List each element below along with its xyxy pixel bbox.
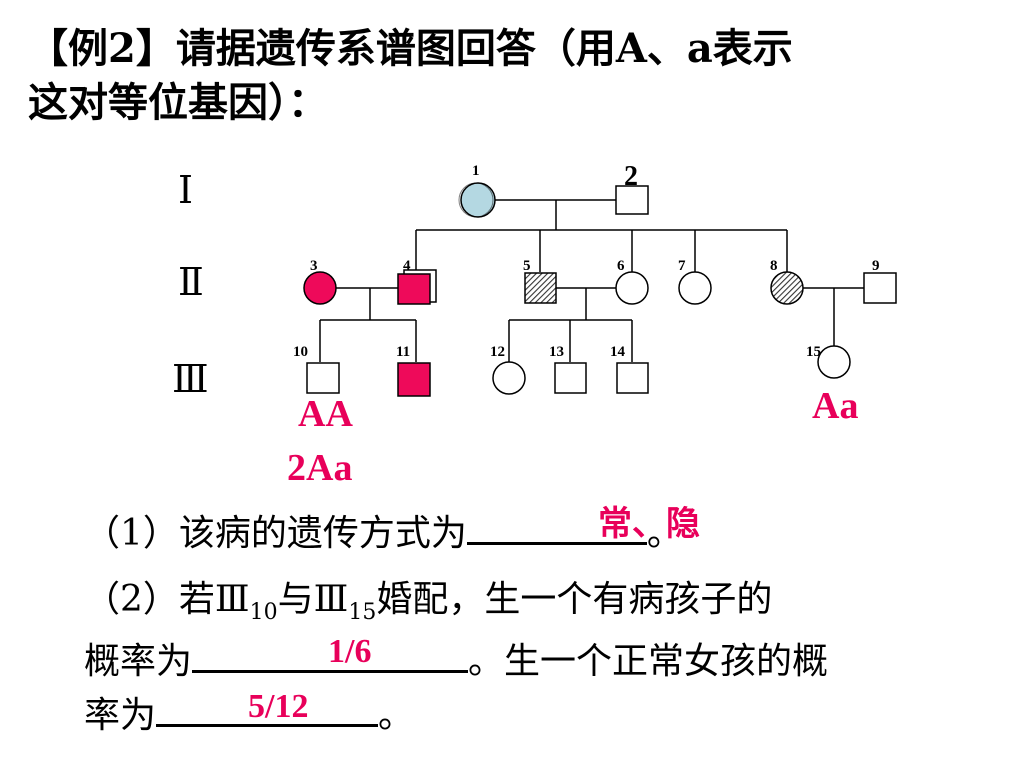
individual-14-symbol [616, 362, 649, 394]
individual-1 [458, 182, 496, 218]
question-1: （1）该病的遗传方式为 。 [84, 502, 683, 560]
title-line-2: 这对等位基因）： [28, 79, 328, 126]
title-line-1: 【例2】请据遗传系谱图回答（用A、a表示 [28, 25, 793, 72]
label-1: 1 [472, 163, 480, 179]
question-2-line-2: 概率为。生一个正常女孩的概 [84, 630, 828, 688]
label-2: 2 [624, 161, 638, 192]
label-4: 4 [403, 258, 411, 274]
label-14: 14 [610, 344, 626, 360]
label-10: 10 [293, 344, 308, 360]
question-1-suffix: 。 [646, 513, 683, 554]
label-7: 7 [678, 258, 686, 274]
individual-8-symbol [770, 271, 804, 305]
label-13: 13 [549, 344, 564, 360]
individual-5-symbol [524, 272, 557, 304]
label-15: 15 [806, 344, 821, 360]
generation-label-3: Ⅲ [172, 359, 209, 401]
label-5: 5 [523, 258, 531, 274]
answer-2b: 5/12 [248, 688, 309, 725]
label-3: 3 [310, 258, 318, 274]
answer-2a: 1/6 [328, 633, 372, 670]
answer-1: 常、隐 [598, 506, 700, 543]
individual-11-symbol [397, 362, 431, 397]
genotype-iii10-aa: AA [298, 393, 353, 435]
question-title: 【例2】请据遗传系谱图回答（用A、a表示 这对等位基因）： [28, 22, 1008, 130]
individual-9-symbol [863, 272, 897, 304]
individual-6-symbol [615, 271, 649, 305]
genotype-iii15-aa: Aa [812, 385, 859, 427]
affected-female-blue-symbol [460, 182, 496, 218]
label-6: 6 [617, 258, 625, 274]
label-9: 9 [872, 258, 880, 274]
question-2-line-3: 率为。 [84, 684, 414, 742]
genotype-iii10-2aa: 2Aa [287, 447, 353, 489]
individual-15-symbol [817, 345, 851, 379]
individual-2-symbol [615, 185, 649, 215]
label-8: 8 [770, 258, 778, 274]
generation-label-2: Ⅱ [178, 262, 204, 304]
individual-7-symbol [678, 271, 712, 305]
individual-3-symbol [303, 271, 337, 305]
question-2-line-1: （2）若Ⅲ10与Ⅲ15婚配，生一个有病孩子的 [84, 579, 773, 626]
generation-label-1: Ⅰ [178, 170, 194, 212]
question-2-blank-2[interactable] [156, 684, 379, 727]
label-12: 12 [490, 344, 505, 360]
question-1-text: （1）该病的遗传方式为 [84, 513, 467, 554]
individual-10-symbol [306, 362, 340, 394]
question-2-blank-1[interactable] [192, 630, 469, 673]
question-1-blank[interactable] [466, 502, 647, 545]
individual-4-symbol [397, 273, 431, 305]
individual-12-symbol [492, 361, 526, 395]
label-11: 11 [396, 344, 410, 360]
individual-13-symbol [554, 362, 587, 394]
